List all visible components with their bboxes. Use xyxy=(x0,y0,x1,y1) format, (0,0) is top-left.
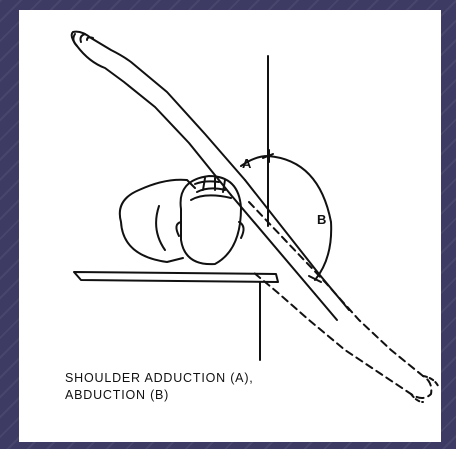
caption-line-1: SHOULDER ADDUCTION (A), xyxy=(65,370,254,387)
figure-caption: SHOULDER ADDUCTION (A), ABDUCTION (B) xyxy=(65,370,254,404)
hair-lines xyxy=(191,178,231,200)
caption-line-2: ABDUCTION (B) xyxy=(65,387,254,404)
abducted-arm-dashed xyxy=(249,202,431,398)
label-b: B xyxy=(317,212,326,227)
illustration-panel: A B SHOULDER ADDUCTION (A), ABDUCTION (B… xyxy=(19,10,441,442)
abducted-hand-dashed xyxy=(411,376,439,402)
hand-fingers xyxy=(73,34,93,46)
raised-arm-outline xyxy=(72,32,245,195)
arm-solid-upper xyxy=(231,180,319,294)
table-surface xyxy=(74,272,278,282)
label-a: A xyxy=(242,156,251,171)
